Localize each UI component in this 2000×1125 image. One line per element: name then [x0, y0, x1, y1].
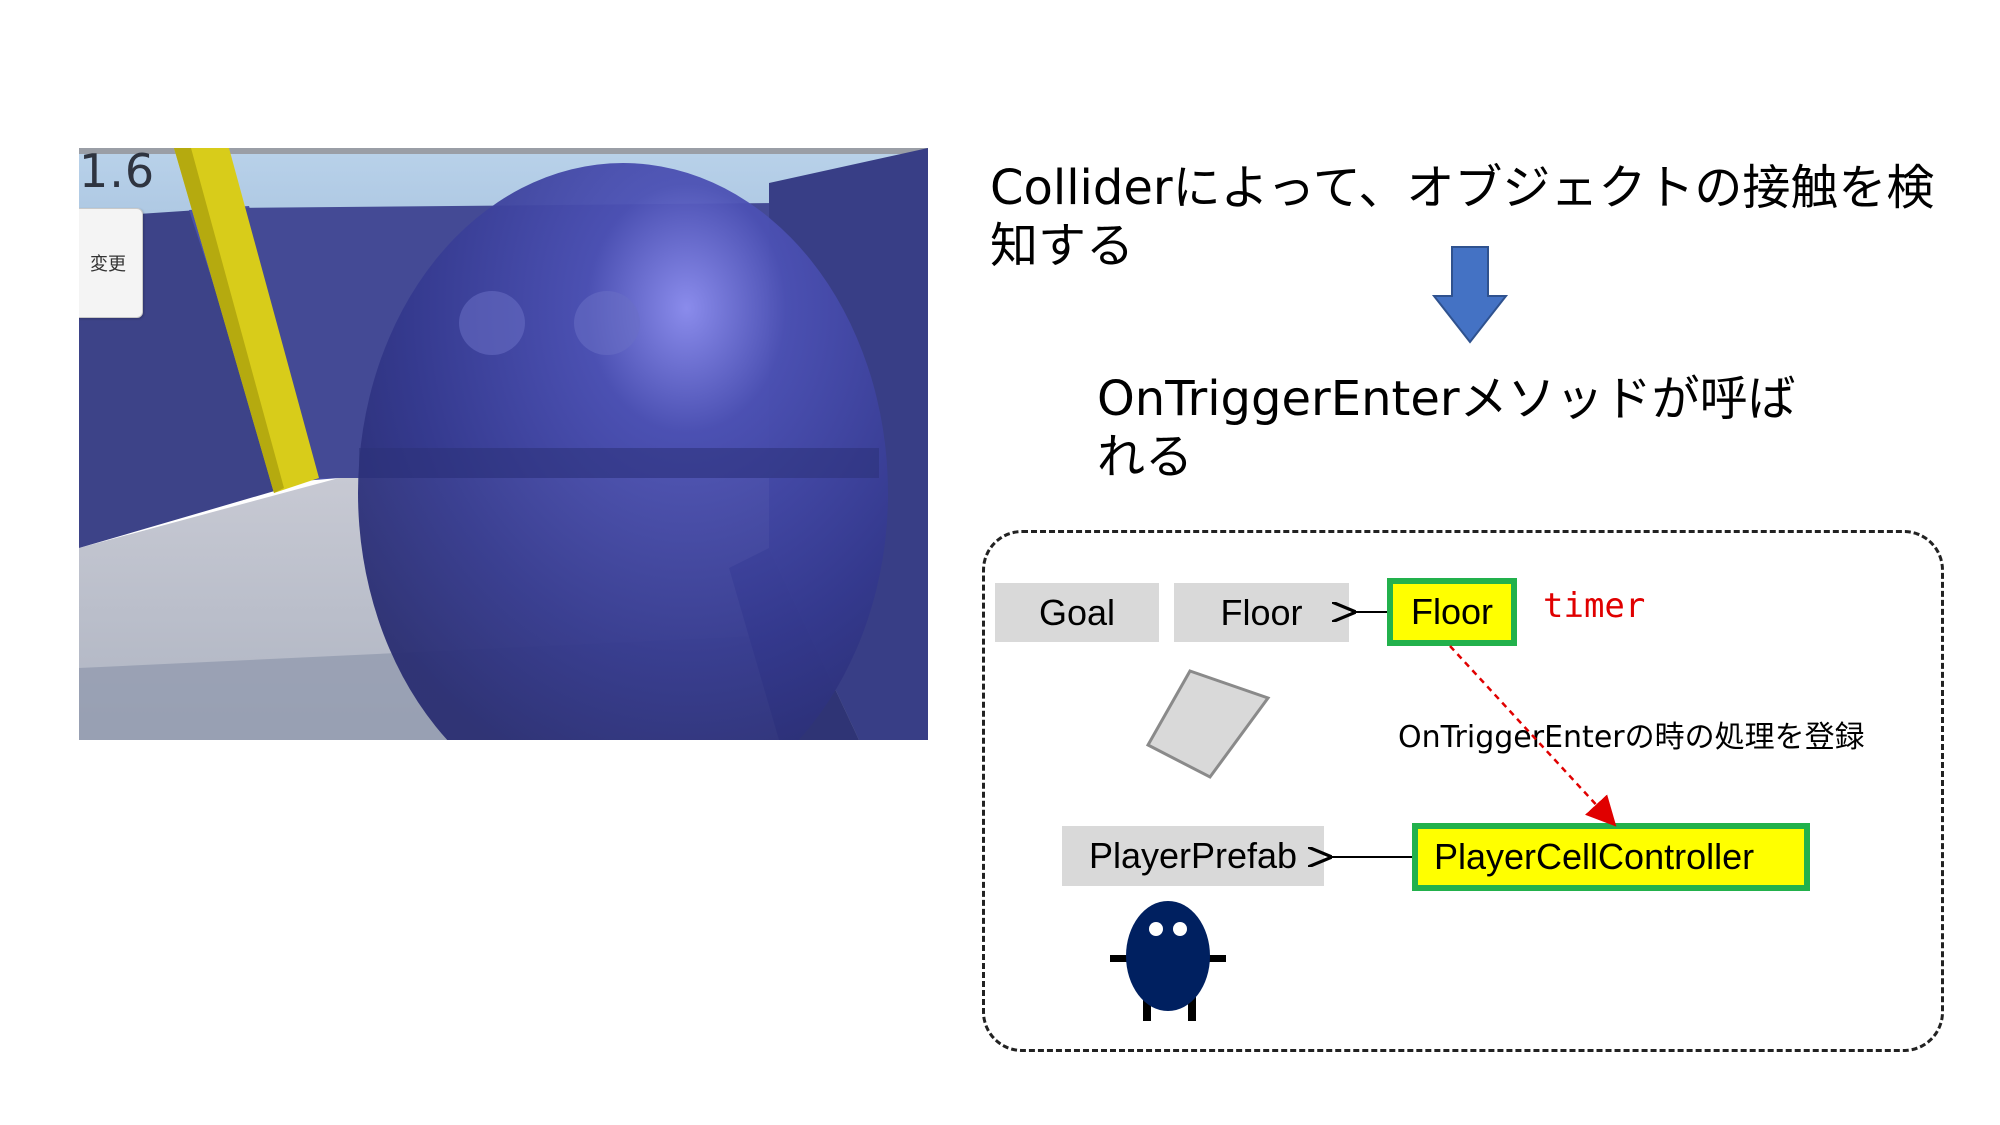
timer-label: timer	[1543, 586, 1646, 626]
edge-label-register-handler: OnTriggerEnterの時の処理を登録	[1398, 720, 1865, 755]
hud-value: 1.6	[79, 148, 156, 198]
heading-collider-detection: Colliderによって、オブジェクトの接触を検知する	[990, 160, 1935, 274]
node-player-prefab: PlayerPrefab	[1062, 826, 1324, 886]
arrow-register-ontriggerenter	[1449, 645, 1617, 827]
node-floor: Floor	[1174, 583, 1349, 642]
node-floor-script: Floor	[1387, 578, 1517, 646]
node-player-cell-controller: PlayerCellController	[1412, 823, 1810, 891]
player-character-icon	[1110, 901, 1226, 1021]
down-arrow-icon	[1431, 246, 1509, 344]
diagram-frame	[982, 530, 1944, 1052]
floor-tile-icon	[1145, 669, 1271, 779]
game-screenshot: 1.6 変更	[79, 148, 928, 740]
node-goal: Goal	[995, 583, 1159, 642]
ball-eye-right	[574, 291, 640, 355]
change-button[interactable]: 変更	[79, 208, 143, 318]
heading-ontriggerenter-called: OnTriggerEnterメソッドが呼ばれる	[1097, 371, 1796, 485]
game-scene-illustration	[79, 148, 928, 740]
ball-eye-left	[459, 291, 525, 355]
